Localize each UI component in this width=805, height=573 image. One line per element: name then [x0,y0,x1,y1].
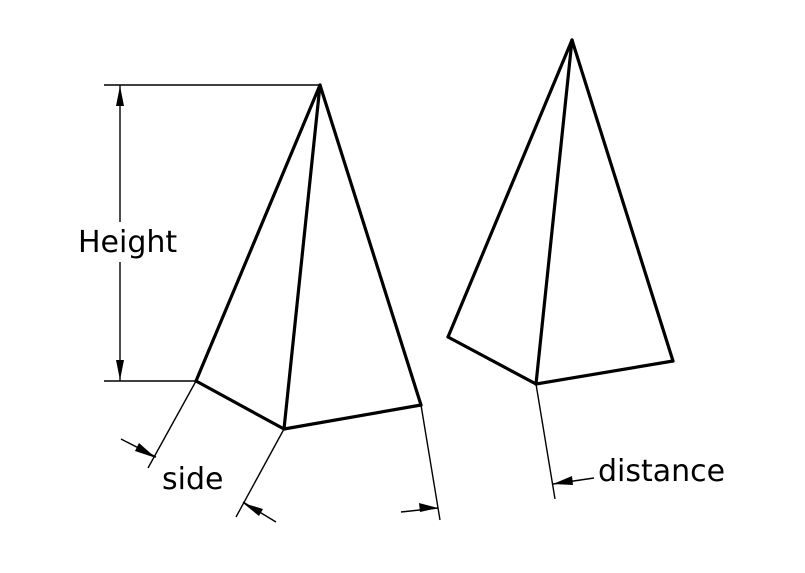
side-arrow-left [135,443,156,458]
side-extension-left [147,380,197,469]
left-pyramid-edge-apex-front [282,83,322,431]
side-extension-middle [235,428,285,518]
height-label-background [76,222,174,262]
right-pyramid-base-left [446,335,538,386]
distance-label: distance [598,454,725,489]
height-dimension: Height [76,84,320,382]
height-arrow-bottom [116,360,124,380]
left-pyramid-base-left [194,379,286,431]
right-pyramid-edge-apex-right [570,38,675,363]
left-pyramid-base-right [282,403,423,431]
left-pyramid-edge-apex-right [318,83,423,407]
right-pyramid-edge-apex-left [446,38,574,339]
base-arrow-right [419,503,438,512]
side-dimension: side [120,380,285,523]
left-pyramid [194,83,423,431]
height-arrow-top [116,86,124,106]
side-arrow-right [243,503,263,516]
distance-extension-line [535,383,556,500]
base-edge-dimension [400,404,441,521]
left-pyramid-edge-apex-left [194,83,322,383]
right-pyramid-edge-apex-front [534,38,574,386]
height-label: Height [78,225,177,260]
right-pyramid-base-right [534,359,675,386]
distance-arrow [553,476,573,485]
right-pyramid [446,38,675,386]
distance-dimension: distance [535,383,725,500]
side-label: side [162,462,223,497]
base-extension-right [420,404,441,521]
